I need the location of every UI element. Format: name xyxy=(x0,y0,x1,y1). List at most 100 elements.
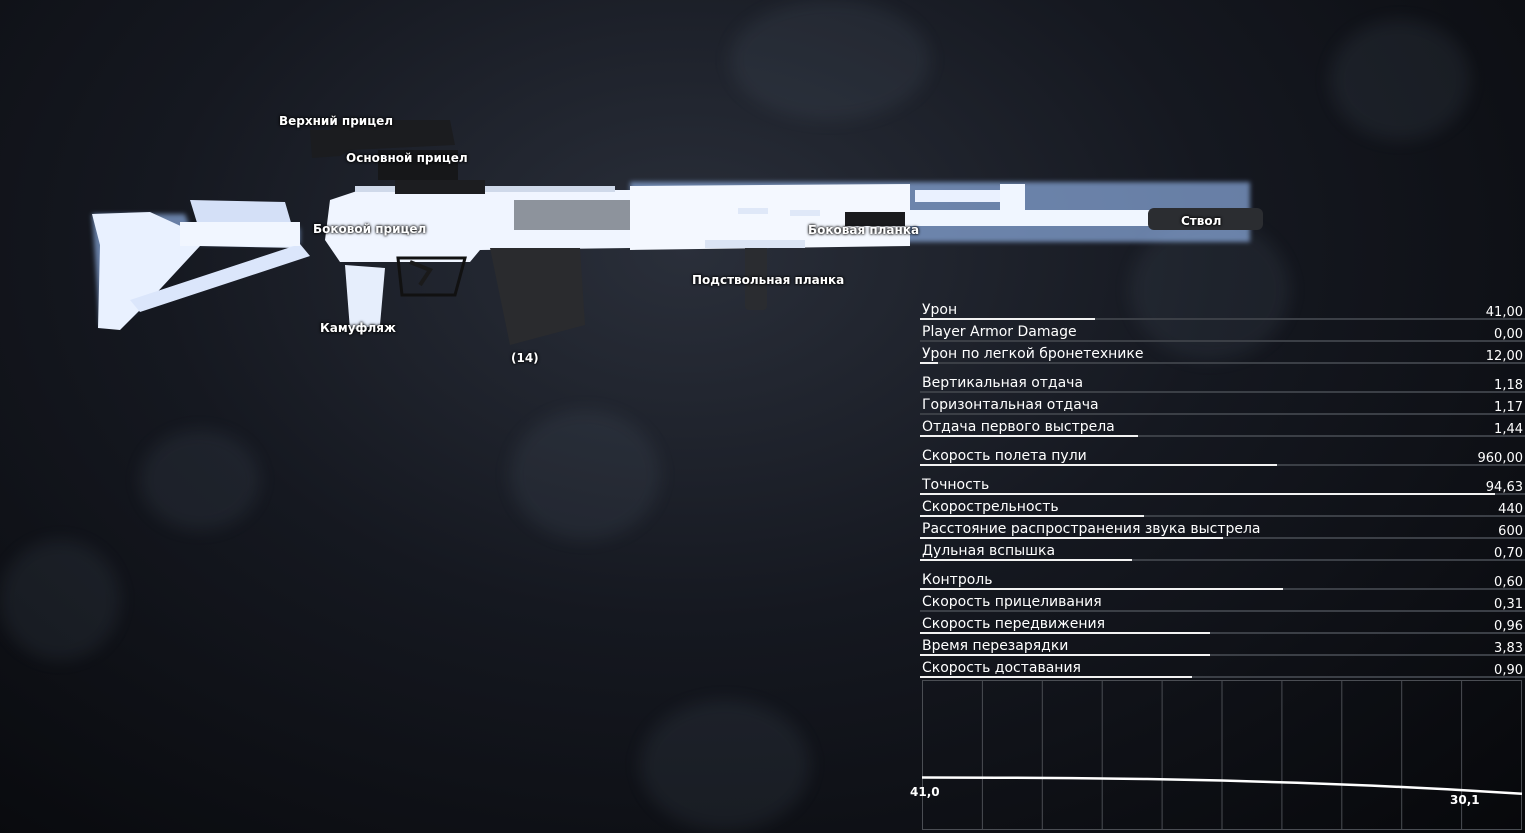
stat-row: Урон 41,00 xyxy=(920,300,1525,322)
stat-bar xyxy=(920,318,1525,320)
stats-group-damage: Урон 41,00 Player Armor Damage 0,00 Урон п… xyxy=(920,300,1525,366)
scope xyxy=(310,120,455,158)
stat-label: Урон по легкой бронетехнике xyxy=(922,346,1144,362)
stat-bar xyxy=(920,435,1525,437)
stat-bar-fill xyxy=(920,464,1277,466)
bokeh-decoration xyxy=(640,700,810,830)
slot-under-rail[interactable]: Подствольная планка xyxy=(692,273,845,287)
stat-row: Вертикальная отдача 1,18 xyxy=(920,373,1525,395)
stat-label: Горизонтальная отдача xyxy=(922,397,1099,413)
foregrip xyxy=(745,242,767,310)
stat-row: Время перезарядки 3,83 xyxy=(920,636,1525,658)
stat-value: 0,70 xyxy=(1494,546,1523,561)
bokeh-decoration xyxy=(730,0,930,120)
stat-bar xyxy=(920,559,1525,561)
stat-value: 1,18 xyxy=(1494,378,1523,393)
stat-row: Дульная вспышка 0,70 xyxy=(920,541,1525,563)
stat-label: Вертикальная отдача xyxy=(922,375,1084,391)
stat-value: 960,00 xyxy=(1477,451,1524,466)
bokeh-decoration xyxy=(0,540,120,660)
stat-bar-fill xyxy=(920,632,1211,634)
stat-value: 3,83 xyxy=(1494,641,1523,656)
stat-bar-fill xyxy=(920,515,1144,517)
stat-bar xyxy=(920,362,1525,364)
stat-bar xyxy=(920,340,1525,342)
rifle-illustration xyxy=(92,120,1263,345)
barrel xyxy=(910,210,1150,226)
stat-bar xyxy=(920,588,1525,590)
stat-label: Скорость передвижения xyxy=(922,616,1105,632)
stat-bar-fill xyxy=(920,493,1495,495)
stat-bar-fill xyxy=(920,676,1193,678)
stat-value: 0,00 xyxy=(1494,327,1523,342)
stat-label: Время перезарядки xyxy=(922,638,1069,654)
slot-barrel[interactable]: Ствол xyxy=(1181,214,1222,228)
stat-label: Скорострельность xyxy=(922,499,1059,515)
slot-side-sight[interactable]: Боковой прицел xyxy=(313,222,427,236)
stat-value: 12,00 xyxy=(1485,349,1523,364)
damage-curve xyxy=(921,776,1523,796)
stat-bar xyxy=(920,413,1525,415)
stat-value: 600 xyxy=(1498,524,1523,539)
bokeh-decoration xyxy=(140,430,260,530)
slot-top-sight[interactable]: Верхний прицел xyxy=(279,114,394,128)
damage-falloff-chart: 41,0 30,1 xyxy=(910,680,1523,830)
stat-bar-fill xyxy=(920,362,939,364)
slot-magazine[interactable]: (14) xyxy=(511,351,539,365)
stat-row: Скорость передвижения 0,96 xyxy=(920,614,1525,636)
slot-side-rail[interactable]: Боковая планка xyxy=(808,223,920,237)
stat-bar xyxy=(920,391,1525,393)
data-label-start: 41,0 xyxy=(910,785,940,799)
stat-label: Скорость доставания xyxy=(922,660,1081,676)
stat-bar-fill xyxy=(920,559,1132,561)
stat-row: Скорострельность 440 xyxy=(920,497,1525,519)
stat-bar-fill xyxy=(920,435,1138,437)
stats-group-recoil: Вертикальная отдача 1,18 Горизонтальная о… xyxy=(920,373,1525,439)
stat-label: Player Armor Damage xyxy=(922,324,1077,340)
stat-bar-fill xyxy=(920,318,1096,320)
stat-bar xyxy=(920,654,1525,656)
stat-label: Отдача первого выстрела xyxy=(922,419,1115,435)
stat-bar xyxy=(920,610,1525,612)
slot-main-sight[interactable]: Основной прицел xyxy=(346,151,468,165)
bokeh-decoration xyxy=(510,410,660,540)
stat-label: Расстояние распространения звука выстрел… xyxy=(922,521,1261,537)
stat-row: Player Armor Damage 0,00 xyxy=(920,322,1525,344)
stat-value: 41,00 xyxy=(1485,305,1523,320)
stat-label: Дульная вспышка xyxy=(922,543,1056,559)
stat-value: 440 xyxy=(1498,502,1523,517)
stat-label: Контроль xyxy=(922,572,993,588)
stat-bar xyxy=(920,632,1525,634)
stat-bar xyxy=(920,676,1525,678)
chart-grid xyxy=(922,680,1522,830)
handguard xyxy=(630,184,910,250)
magazine xyxy=(490,248,585,345)
stat-row: Расстояние распространения звука выстрел… xyxy=(920,519,1525,541)
bokeh-decoration xyxy=(1330,20,1470,140)
stat-bar-fill xyxy=(920,537,1223,539)
stat-bar xyxy=(920,493,1525,495)
stat-bar xyxy=(920,515,1525,517)
muzzle-device xyxy=(1148,208,1263,230)
stat-bar xyxy=(920,537,1525,539)
bokeh-decoration xyxy=(1130,220,1290,360)
stat-value: 1,44 xyxy=(1494,422,1523,437)
stat-label: Урон xyxy=(922,302,958,318)
stats-panel: Урон 41,00 Player Armor Damage 0,00 Урон п… xyxy=(920,300,1525,680)
data-label-end: 30,1 xyxy=(1450,793,1480,807)
stat-bar-fill xyxy=(920,588,1283,590)
slot-camo[interactable]: Камуфляж xyxy=(320,321,396,335)
stat-value: 0,96 xyxy=(1494,619,1523,634)
stat-value: 94,63 xyxy=(1485,480,1523,495)
stat-value: 0,31 xyxy=(1494,597,1523,612)
